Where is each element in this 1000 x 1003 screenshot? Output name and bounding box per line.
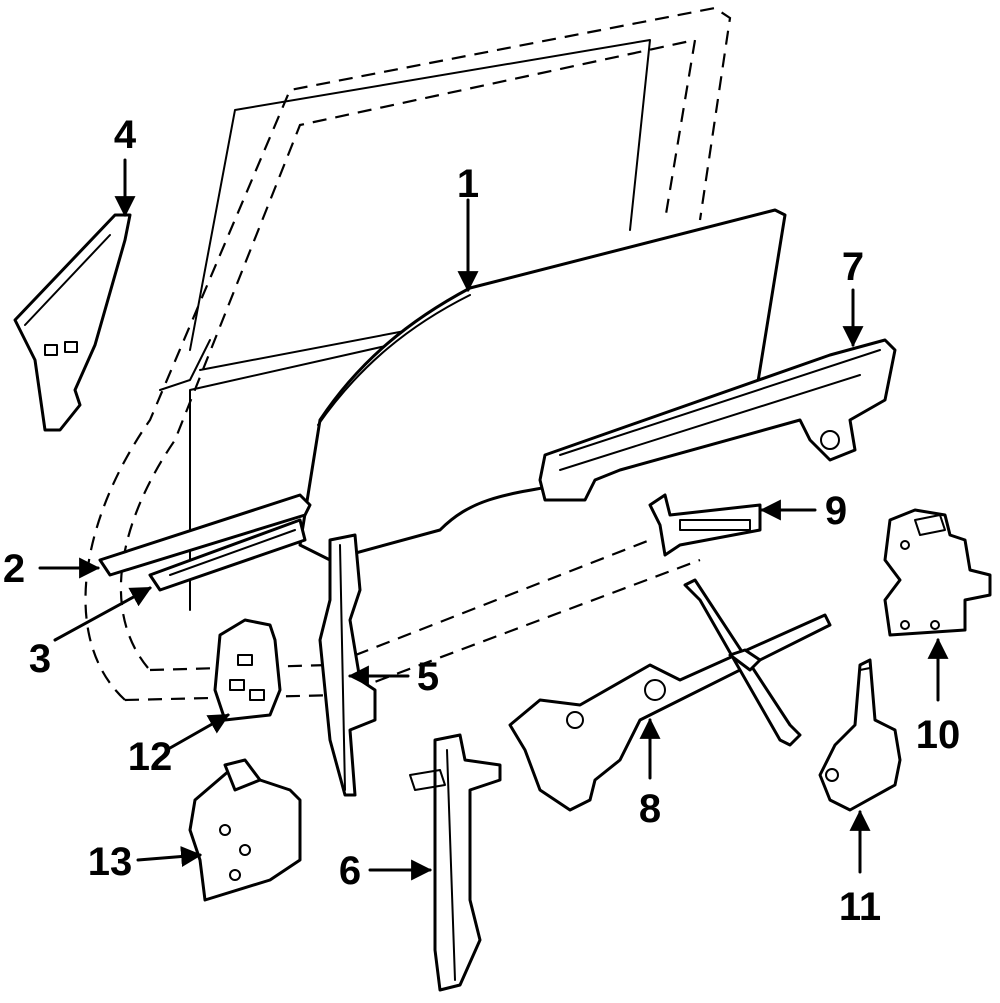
leader-3 bbox=[53, 586, 152, 642]
rear-run-channel bbox=[409, 733, 502, 992]
callout-12: 12 bbox=[128, 735, 173, 779]
callout-7: 7 bbox=[842, 245, 864, 289]
callout-10: 10 bbox=[916, 713, 961, 757]
door-glass bbox=[298, 208, 787, 562]
leader-12 bbox=[168, 713, 230, 750]
leader-13 bbox=[136, 846, 203, 867]
callout-3: 3 bbox=[29, 637, 51, 681]
glass-guide bbox=[648, 493, 762, 557]
callout-leaders bbox=[38, 158, 949, 881]
front-run-channel bbox=[318, 533, 377, 797]
callout-13: 13 bbox=[88, 840, 133, 884]
callout-9: 9 bbox=[825, 489, 847, 533]
lower-sash-channel bbox=[538, 338, 897, 502]
door-lock bbox=[883, 508, 992, 637]
callout-4: 4 bbox=[114, 113, 137, 157]
callout-labels: 1 2 3 4 5 6 7 8 9 10 11 12 13 bbox=[3, 113, 960, 929]
mounting-bracket bbox=[213, 618, 282, 722]
lock-actuator bbox=[818, 658, 902, 812]
callout-8: 8 bbox=[639, 787, 661, 831]
callout-2: 2 bbox=[3, 547, 25, 591]
window-regulator bbox=[508, 578, 832, 812]
callout-1: 1 bbox=[457, 162, 479, 206]
glass-run-channel bbox=[98, 493, 312, 592]
callout-5: 5 bbox=[417, 655, 439, 699]
callout-6: 6 bbox=[339, 849, 361, 893]
corner-bracket bbox=[13, 213, 132, 432]
door-hinge bbox=[188, 758, 302, 902]
callout-11: 11 bbox=[839, 885, 881, 929]
